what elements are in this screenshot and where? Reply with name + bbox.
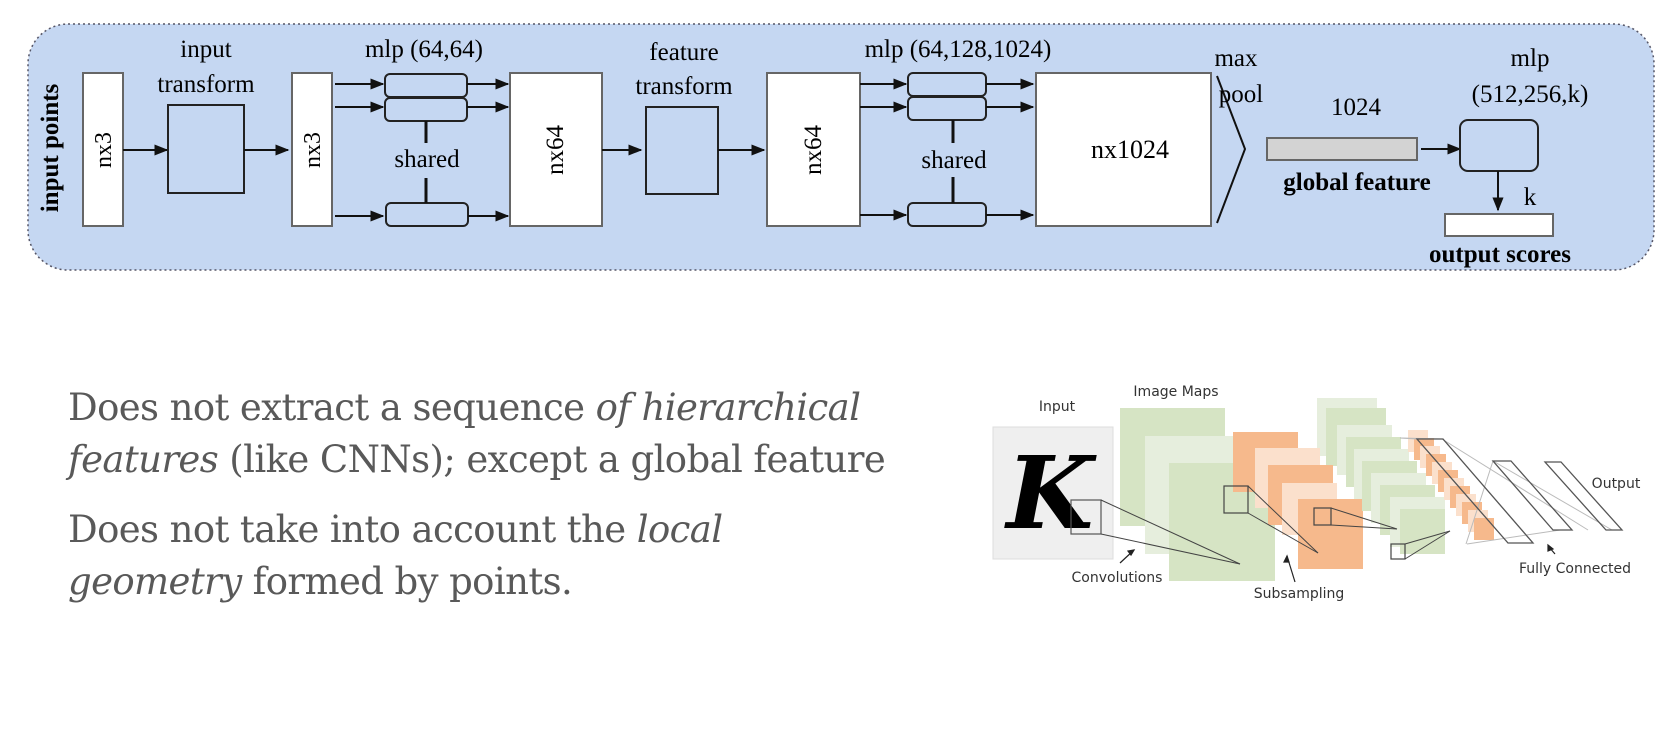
input-transform-label-2: transform [157, 71, 255, 98]
mlp2-unit-1 [907, 72, 987, 97]
mlp2-unit-2 [907, 96, 987, 121]
input-points-label: input points [37, 83, 64, 212]
cnn-fully-connected-label: Fully Connected [1519, 561, 1631, 577]
global-feature-bar [1266, 137, 1418, 161]
cnn-input-image [992, 426, 1114, 560]
input-transform-box [167, 104, 245, 194]
input-nx3-block [82, 72, 124, 227]
cnn-pool2-map [1474, 518, 1494, 540]
cnn-fc-layer-1 [1415, 438, 1535, 544]
k-label: k [1524, 184, 1537, 211]
bullet-1-text-pre: Does not extract a sequence [68, 386, 596, 429]
cnn-input-label: Input [1039, 399, 1076, 415]
cnn-fc-layer-3 [1543, 461, 1624, 531]
cnn-convolutions-label: Convolutions [1072, 570, 1163, 586]
input-transform-label-1: input [180, 36, 231, 63]
cnn-projection-lines [1100, 485, 1451, 565]
nx1024-block [1035, 72, 1212, 227]
input-nx3-label: nx3 [91, 132, 117, 168]
cnn-receptive-field-2 [1223, 485, 1249, 514]
mlp1-unit-1 [384, 73, 468, 98]
mlp3-label-1: mlp [1511, 45, 1550, 72]
mlp3-box [1459, 119, 1539, 172]
cnn-receptive-field-1 [1070, 499, 1102, 535]
output-scores-label: output scores [1429, 241, 1571, 268]
cnn-subsampling-label: Subsampling [1254, 586, 1345, 602]
cnn-annotation-arrows [1119, 543, 1556, 583]
cnn-fc-layers [1415, 438, 1624, 544]
cnn-receptive-field-4 [1390, 543, 1406, 560]
pointnet-architecture-diagram: input points nx3 input transform nx3 mlp… [27, 23, 1655, 271]
nx64-block-b [766, 72, 861, 227]
nx64-label-a: nx64 [542, 125, 569, 176]
feature-transform-label-1: feature [649, 39, 718, 66]
cnn-conv2-stack [1337, 425, 1445, 554]
global-feature-size-label: 1024 [1331, 94, 1382, 121]
cnn-architecture-diagram: Input K Image Maps [992, 384, 1641, 602]
mlp1-unit-2 [384, 97, 468, 122]
mlp2-unit-n [907, 202, 987, 227]
bullet-1-text-emphasis: of hierarchical features [68, 386, 861, 481]
feature-transform-label-2: transform [635, 73, 733, 100]
bullet-2-text-pre: Does not take into account the [68, 508, 637, 551]
bullet-1-text-post: (like CNNs); except a global feature [218, 438, 886, 481]
max-pool-symbol [1216, 75, 1247, 224]
max-pool-label-1: max [1214, 45, 1258, 72]
bullet-local-geometry: Does not take into account the local geo… [68, 504, 828, 608]
mlp2-label: mlp (64,128,1024) [865, 36, 1052, 63]
max-pool-label-2: pool [1219, 81, 1264, 108]
cnn-output-label: Output [1592, 476, 1641, 492]
feature-transform-box [645, 106, 719, 195]
transformed-nx3-label: nx3 [300, 132, 326, 168]
cnn-receptive-field-3 [1313, 507, 1332, 526]
output-scores-bar [1444, 213, 1554, 237]
cnn-input-glyph: K [1004, 434, 1098, 552]
mlp1-unit-n [385, 202, 469, 227]
bullet-hierarchical-features: Does not extract a sequence of hierarchi… [68, 382, 948, 486]
cnn-image-maps-label: Image Maps [1133, 384, 1218, 400]
global-feature-label: global feature [1283, 169, 1430, 196]
transformed-nx3-block [291, 72, 333, 227]
nx64-label-b: nx64 [800, 125, 827, 176]
cnn-fc-layer-2 [1491, 460, 1574, 531]
mlp3-label-2: (512,256,k) [1472, 81, 1589, 108]
mlp1-label: mlp (64,64) [365, 36, 483, 63]
mlp1-shared-label: shared [394, 146, 460, 173]
nx1024-label: nx1024 [1091, 135, 1169, 164]
bullet-2-text-post: formed by points. [241, 560, 573, 603]
mlp2-shared-label: shared [921, 147, 987, 174]
bullet-2-text-emphasis: local geometry [68, 508, 723, 603]
